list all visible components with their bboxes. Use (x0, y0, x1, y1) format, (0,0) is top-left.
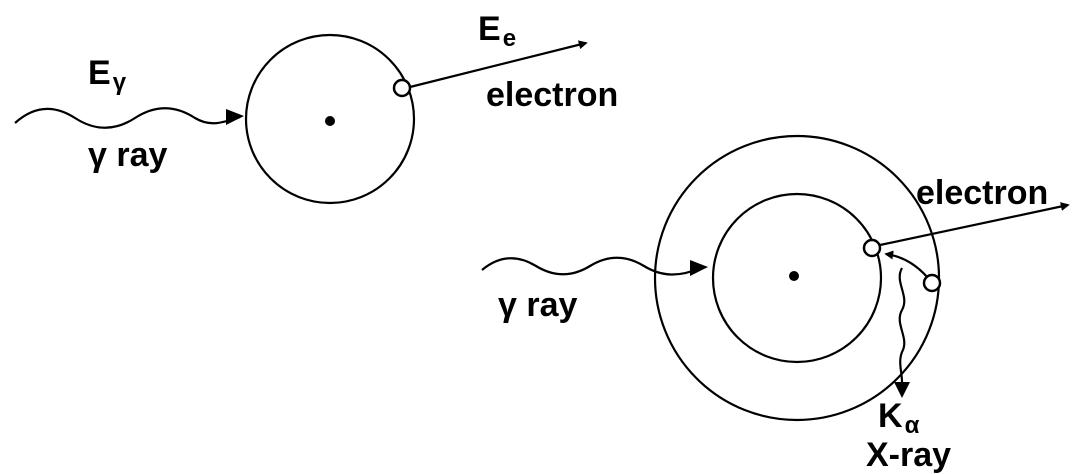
electron-energy-symbol: E (478, 10, 501, 48)
photon-energy-symbol: E (88, 54, 111, 92)
atom-b-nucleus (789, 271, 799, 281)
electron-label-b: electron (916, 174, 1049, 212)
xray-line-subscript: α (904, 412, 920, 439)
photon-energy-label: Eγ (88, 54, 126, 95)
electron-energy-label: Ee (478, 10, 516, 51)
incoming-gamma-wave-a (14, 107, 241, 129)
atom-a-nucleus (325, 116, 335, 126)
incoming-gamma-wave-b (481, 256, 701, 276)
xray-emission-wave (898, 267, 906, 383)
gamma-ray-label-b: γ ray (498, 286, 578, 324)
ejected-electron-arrow-a (409, 40, 588, 89)
electron-transition-arrow (884, 250, 929, 279)
electron-label-a: electron (486, 76, 619, 114)
electron-a (392, 78, 412, 98)
gamma-ray-label-a: γ ray (88, 136, 168, 174)
panel-a-photoelectric (14, 33, 588, 205)
gamma-arrowhead-a (226, 109, 244, 125)
vacancy-electron (862, 238, 882, 258)
outer-electron (922, 273, 942, 293)
xray-label: X-ray (866, 436, 952, 474)
photon-energy-subscript: γ (112, 69, 127, 96)
xray-line-label: Kα (878, 397, 919, 438)
panel-b-xray-emission (481, 134, 1070, 422)
atom-b-inner-shell (711, 192, 883, 364)
atom-a-shell (244, 33, 416, 205)
xray-line-symbol: K (878, 397, 903, 435)
ejected-electron-arrow-b (879, 202, 1070, 247)
xray-arrowhead (894, 382, 910, 398)
electron-energy-subscript: e (502, 25, 517, 52)
gamma-arrowhead-b (690, 260, 708, 276)
